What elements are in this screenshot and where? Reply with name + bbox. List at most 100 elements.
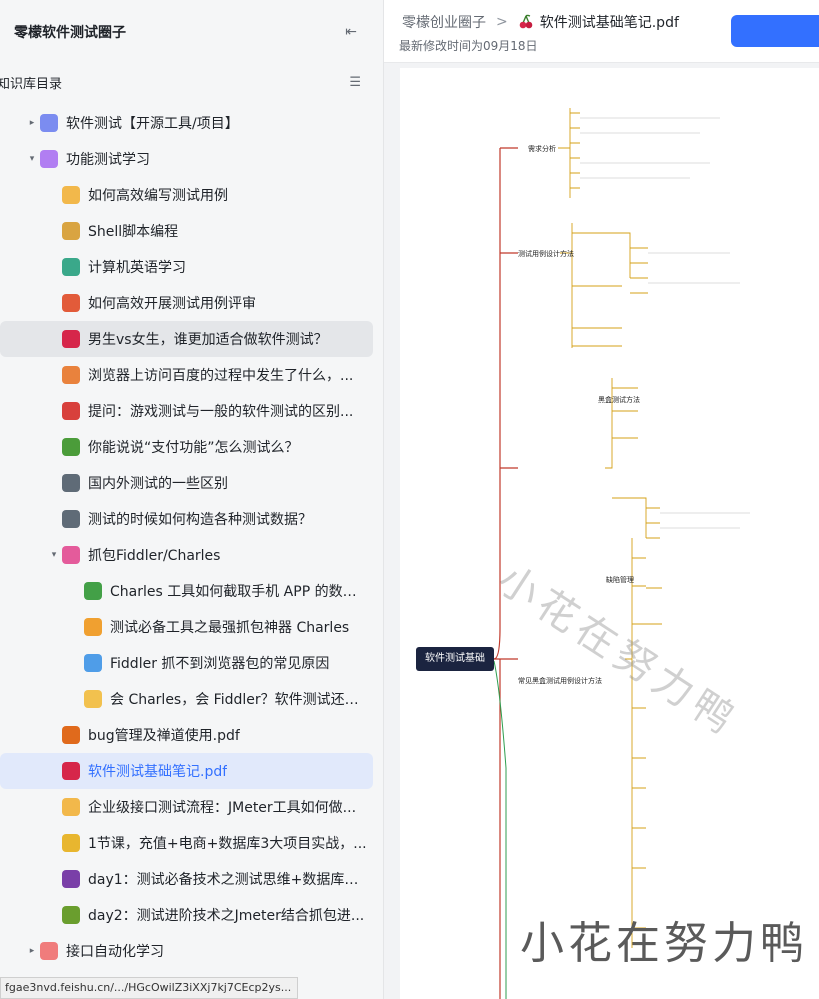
shell-icon	[62, 726, 80, 744]
picture-icon	[84, 654, 102, 672]
sidebar-item[interactable]: 浏览器上访问百度的过程中发生了什么，...	[0, 357, 383, 393]
mindmap-lines	[493, 108, 750, 999]
sidebar-item-label: Fiddler 抓不到浏览器包的常见原因	[110, 656, 330, 672]
cherry-icon	[62, 762, 80, 780]
sidebar-item-label: 国内外测试的一些区别	[88, 476, 228, 492]
parrot-icon	[62, 258, 80, 276]
doc-header: 零檬创业圈子 > 软件测试基础笔记.pdf 最新修改时间为09月18日	[384, 0, 819, 63]
cone-icon	[62, 294, 80, 312]
mindmap-branch: 常见黑盒测试用例设计方法	[518, 677, 602, 685]
sidebar-item[interactable]: 国内外测试的一些区别	[0, 465, 383, 501]
doc-tree: ▸ 软件测试【开源工具/项目】 ▾ 功能测试学习如何高效编写测试用例 Shell脚本编程…	[0, 105, 383, 969]
sidebar-item-label: 如何高效开展测试用例评审	[88, 296, 256, 312]
sidebar-item[interactable]: day1：测试必备技术之测试思维+数据库+...	[0, 861, 383, 897]
breadcrumb-current: 软件测试基础笔记.pdf	[539, 15, 679, 31]
sidebar-item-label: Charles 工具如何截取手机 APP 的数据...	[110, 584, 369, 600]
sidebar-item[interactable]: Charles 工具如何截取手机 APP 的数据...	[0, 573, 383, 609]
ribbon-icon	[62, 546, 80, 564]
sidebar-item-label: 如何高效编写测试用例	[88, 188, 228, 204]
mindmap-branch: 需求分析	[528, 145, 556, 153]
cactus-icon	[84, 582, 102, 600]
sidebar-item-label: 抓包Fiddler/Charles	[88, 548, 221, 564]
mindmap-root: 软件测试基础	[416, 647, 494, 671]
caret-right-icon[interactable]: ▸	[29, 946, 35, 956]
breadcrumb-separator: >	[496, 14, 508, 30]
palette-icon	[84, 618, 102, 636]
sidebar-item[interactable]: 男生vs女生，谁更加适合做软件测试？	[0, 321, 373, 357]
sidebar-item-label: 测试的时候如何构造各种测试数据？	[88, 512, 312, 528]
sidebar-item-label: 软件测试基础笔记.pdf	[88, 764, 228, 780]
mindmap-branch: 缺陷管理	[606, 576, 634, 584]
kiwi-icon	[62, 906, 80, 924]
sidebar-item[interactable]: ▸ 软件测试【开源工具/项目】	[0, 105, 383, 141]
mindmap-branch: 黑盒测试方法	[598, 396, 640, 404]
worker-icon	[62, 186, 80, 204]
sidebar-header: 零檬软件测试圈子 ⇤	[0, 0, 383, 64]
sidebar-item-label: 浏览器上访问百度的过程中发生了什么，...	[88, 368, 354, 384]
sidebar-item[interactable]: bug管理及禅道使用.pdf	[0, 717, 383, 753]
caret-right-icon[interactable]: ▸	[29, 118, 35, 128]
collapse-sidebar-icon[interactable]: ⇤	[345, 24, 357, 40]
sidebar-item-label: 软件测试【开源工具/项目】	[66, 116, 239, 132]
sidebar-item[interactable]: 软件测试基础笔记.pdf	[0, 753, 373, 789]
sidebar-item[interactable]: 1节课，充值+电商+数据库3大项目实战，...	[0, 825, 383, 861]
mindmap-branch: 测试用例设计方法	[518, 250, 574, 258]
bike-icon	[62, 510, 80, 528]
catalog-label: 知识库目录	[0, 76, 63, 92]
bike-icon	[62, 474, 80, 492]
sidebar-item[interactable]: ▸ 接口自动化学习	[0, 933, 383, 969]
last-modified: 最新修改时间为09月18日	[399, 39, 538, 53]
ghost-icon	[84, 690, 102, 708]
breadcrumb-parent[interactable]: 零檬创业圈子	[402, 15, 486, 31]
sidebar-item-label: bug管理及禅道使用.pdf	[88, 728, 240, 744]
sidebar-item[interactable]: 测试必备工具之最强抓包神器 Charles	[0, 609, 383, 645]
sidebar-item[interactable]: 你能说说“支付功能”怎么测试么？	[0, 429, 383, 465]
sidebar-item-label: 计算机英语学习	[88, 260, 186, 276]
sidebar-item-label: day2：测试进阶技术之Jmeter结合抓包进...	[88, 908, 365, 924]
pdf-page: 需求分析 测试用例设计方法 黑盒测试方法 缺陷管理 常见黑盒测试用例设计方法 软…	[400, 68, 819, 999]
sidebar-item[interactable]: ▾ 抓包Fiddler/Charles	[0, 537, 383, 573]
flower-icon	[40, 942, 58, 960]
watermark-bottom: 小花在努力鸭	[520, 918, 808, 969]
sidebar-item[interactable]: Fiddler 抓不到浏览器包的常见原因	[0, 645, 383, 681]
car-icon	[62, 402, 80, 420]
caret-down-icon[interactable]: ▾	[29, 154, 35, 164]
share-button[interactable]	[731, 15, 819, 47]
caret-down-icon[interactable]: ▾	[51, 550, 57, 560]
sidebar-item-label: 男生vs女生，谁更加适合做软件测试？	[88, 332, 328, 348]
sidebar-item-label: 测试必备工具之最强抓包神器 Charles	[110, 620, 350, 636]
sidebar-item[interactable]: 测试的时候如何构造各种测试数据？	[0, 501, 383, 537]
stack-icon	[62, 222, 80, 240]
sidebar-item-label: 你能说说“支付功能”怎么测试么？	[88, 440, 299, 456]
sidebar-item-label: 提问：游戏测试与一般的软件测试的区别...	[88, 404, 354, 420]
grape-icon	[62, 870, 80, 888]
sidebar-item-label: Shell脚本编程	[88, 224, 179, 240]
sidebar-item[interactable]: 会 Charles，会 Fiddler？软件测试还必...	[0, 681, 383, 717]
catalog-header: 知识库目录 ☰	[0, 64, 383, 100]
sidebar-item-label: 会 Charles，会 Fiddler？软件测试还必...	[110, 692, 369, 708]
sidebar-item-label: 1节课，充值+电商+数据库3大项目实战，...	[88, 836, 367, 852]
sidebar-item[interactable]: Shell脚本编程	[0, 213, 383, 249]
breadcrumb: 零檬创业圈子 > 软件测试基础笔记.pdf	[402, 12, 679, 32]
sidebar-item[interactable]: 提问：游戏测试与一般的软件测试的区别...	[0, 393, 383, 429]
sidebar-item[interactable]: 如何高效编写测试用例	[0, 177, 383, 213]
worker-icon	[62, 798, 80, 816]
sidebar-item-label: 企业级接口测试流程：JMeter工具如何做...	[88, 800, 357, 816]
cherry-icon	[62, 330, 80, 348]
sidebar: 零檬软件测试圈子 ⇤ 知识库目录 ☰ ▸ 软件测试【开源工具/项目】 ▾ 功能测试学习…	[0, 0, 384, 999]
sidebar-item[interactable]: 企业级接口测试流程：JMeter工具如何做...	[0, 789, 383, 825]
sidebar-item[interactable]: 计算机英语学习	[0, 249, 383, 285]
sidebar-item[interactable]: day2：测试进阶技术之Jmeter结合抓包进...	[0, 897, 383, 933]
main-area: 零檬创业圈子 > 软件测试基础笔记.pdf 最新修改时间为09月18日	[384, 0, 819, 999]
corn-icon	[62, 834, 80, 852]
sidebar-item[interactable]: 如何高效开展测试用例评审	[0, 285, 383, 321]
status-url: fgae3nvd.feishu.cn/.../HGcOwilZ3iXXj7kj7…	[0, 977, 299, 999]
palm-icon	[62, 438, 80, 456]
sidebar-item-label: 功能测试学习	[66, 152, 150, 168]
sidebar-item[interactable]: ▾ 功能测试学习	[0, 141, 383, 177]
cherry-icon	[519, 14, 533, 29]
list-settings-icon[interactable]: ☰	[349, 74, 361, 90]
sidebar-item-label: day1：测试必备技术之测试思维+数据库+...	[88, 872, 369, 888]
space-title: 零檬软件测试圈子	[14, 25, 126, 41]
sidebar-item-label: 接口自动化学习	[66, 944, 164, 960]
